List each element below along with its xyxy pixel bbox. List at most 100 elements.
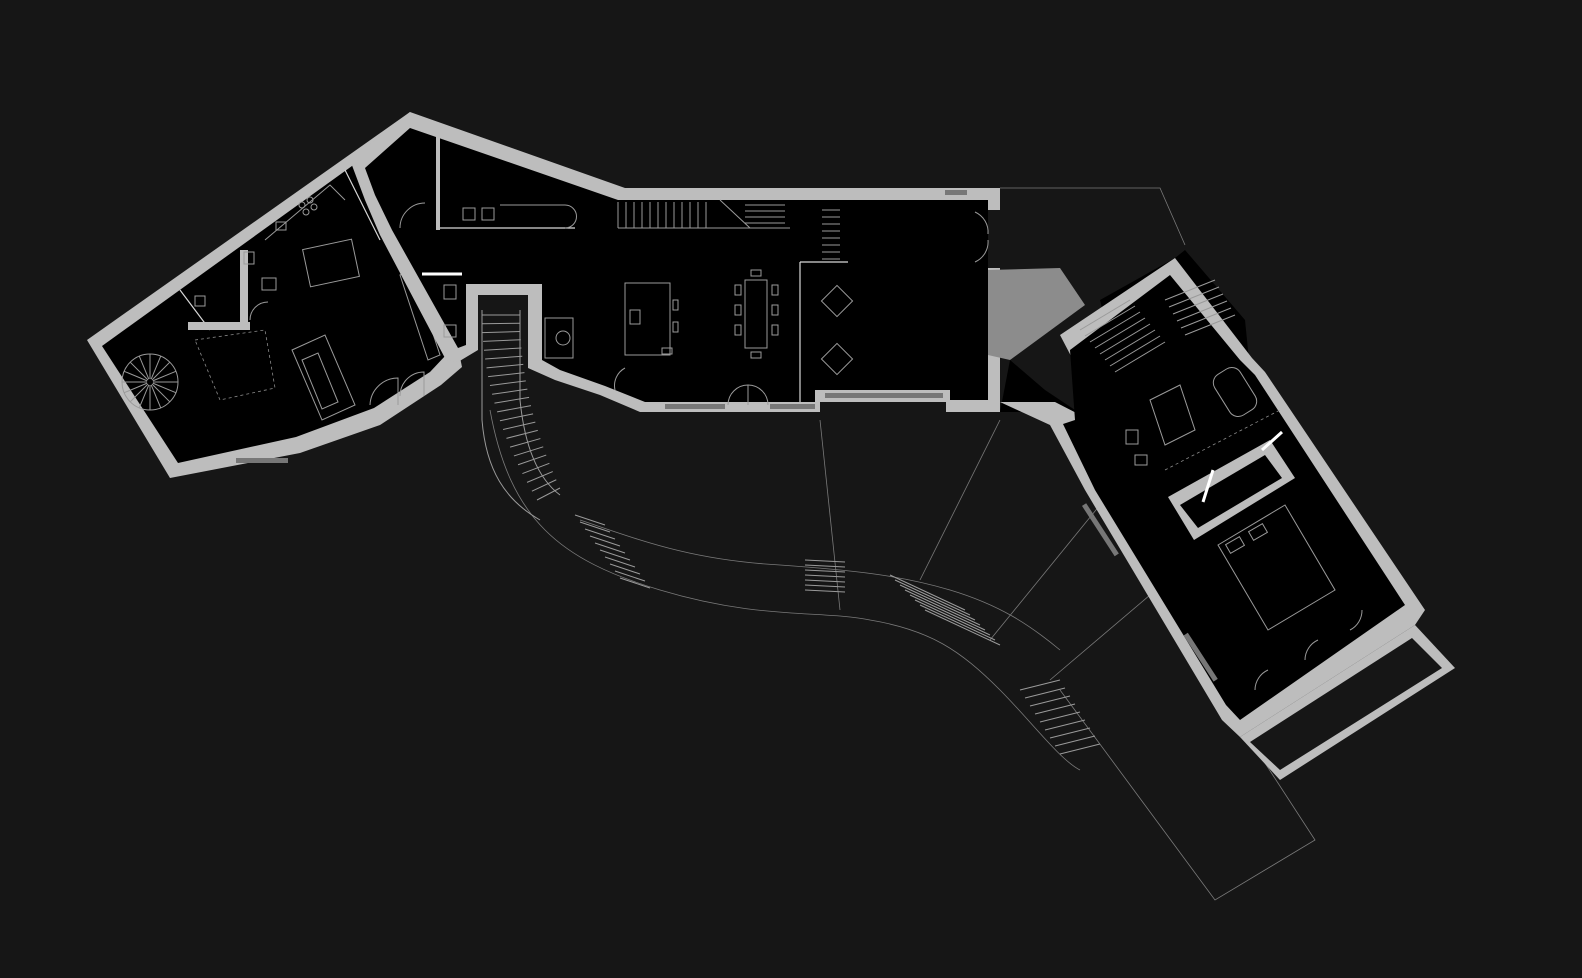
stair-tread — [151, 361, 171, 381]
stair-tread — [804, 579, 846, 583]
dining-chair — [771, 324, 779, 336]
stair-tread — [894, 579, 971, 616]
sink-icon — [261, 277, 277, 291]
armchair-icon — [820, 342, 854, 376]
stair-tread — [485, 355, 523, 360]
partition-wc-wall — [188, 322, 250, 330]
sink-icon — [1134, 454, 1148, 466]
stair-tread — [482, 330, 521, 334]
door-swing-icon — [1304, 639, 1319, 661]
stair-tread — [1054, 735, 1096, 747]
terrace-line-b — [919, 419, 1001, 581]
sink-icon — [462, 207, 476, 221]
stair-tread — [1019, 679, 1061, 691]
door-swing-icon — [974, 211, 989, 235]
stair-tread — [152, 370, 177, 382]
dining-chair — [750, 351, 762, 359]
stair-tread — [123, 370, 148, 382]
stair-tread — [1104, 329, 1156, 361]
central-wing — [350, 112, 1000, 412]
door-swing-icon — [399, 371, 425, 397]
stair-tread — [804, 564, 846, 568]
stair-tread — [584, 528, 616, 540]
hob-burner — [310, 203, 318, 211]
stair-tread — [1079, 299, 1131, 331]
dining-chair — [734, 304, 742, 316]
stair-tread — [1049, 727, 1091, 739]
window — [1081, 503, 1119, 557]
door-swing-icon — [369, 377, 399, 406]
stair-tread — [574, 514, 606, 526]
stove-ring — [555, 330, 571, 346]
window — [665, 404, 725, 409]
window — [236, 458, 288, 463]
stair-tread — [483, 347, 522, 351]
stair-tread — [513, 446, 544, 457]
hob-burner — [298, 201, 306, 209]
stair-tread — [129, 383, 149, 403]
stair-tread — [1184, 314, 1236, 336]
terrace-line-a — [819, 419, 841, 611]
sofa-icon — [291, 334, 356, 421]
dining-chair — [771, 284, 779, 296]
stair-tread — [924, 609, 1001, 646]
terrace-outline-north — [1000, 187, 1186, 246]
stair-tread — [1168, 286, 1220, 308]
stair-tread — [599, 549, 631, 561]
bathtub-icon — [1212, 366, 1258, 418]
sofa-seat — [301, 352, 339, 410]
stair-tread — [579, 521, 611, 533]
stair-icon — [617, 199, 790, 229]
terrace-line-d — [1049, 594, 1151, 681]
stair-tread — [152, 382, 177, 394]
curved-path-inner — [489, 409, 1081, 771]
spiral-stair-icon — [121, 353, 179, 411]
garden-stair-3-icon — [889, 574, 1001, 646]
kitchen-island-icon — [624, 282, 671, 356]
central-wing-interior — [365, 128, 988, 402]
stair-tread — [1094, 317, 1146, 349]
garden-stair-4-icon — [1019, 679, 1101, 755]
stair-tread — [919, 604, 996, 641]
site-linework — [481, 187, 1316, 901]
stair-tread — [150, 384, 162, 409]
stair-tread — [1172, 293, 1224, 315]
stair-tread — [804, 589, 846, 593]
stair-tread — [904, 589, 981, 626]
stair-tread — [486, 363, 524, 369]
stove-icon — [544, 317, 574, 359]
stair-tread — [531, 479, 557, 492]
door-swing-icon — [1254, 669, 1269, 691]
door-swing-icon — [1349, 609, 1363, 631]
stair-icon — [822, 209, 840, 260]
stair-tread — [1059, 743, 1101, 755]
hob-burner — [306, 196, 314, 204]
pillow — [1247, 522, 1269, 542]
armchair-icon — [820, 284, 854, 318]
stair-tread — [1109, 335, 1161, 367]
stair-tread — [804, 569, 846, 573]
garden-stair-2-icon — [804, 559, 846, 593]
stair-tread — [889, 574, 966, 611]
stair-tread — [483, 339, 521, 342]
kitchen-counter — [264, 184, 346, 241]
door-swing-icon — [974, 239, 989, 263]
stair-tread — [526, 471, 553, 483]
window — [825, 393, 943, 398]
toilet-icon — [1125, 429, 1139, 445]
stool — [661, 347, 673, 355]
stair-tread — [536, 487, 561, 501]
stair-tread — [138, 355, 150, 380]
stair-tread — [1176, 300, 1228, 322]
sink-icon — [481, 207, 495, 221]
entrance-stair-left — [481, 310, 541, 521]
sink-icon — [629, 309, 641, 325]
east-wing — [1000, 258, 1455, 780]
stair-tread — [496, 405, 532, 413]
entrance-stair-right — [519, 310, 561, 496]
stair-tread — [804, 574, 846, 578]
door-swing-icon — [747, 384, 769, 406]
pantry-counter — [500, 204, 577, 229]
bath-divider-void — [1180, 455, 1282, 528]
